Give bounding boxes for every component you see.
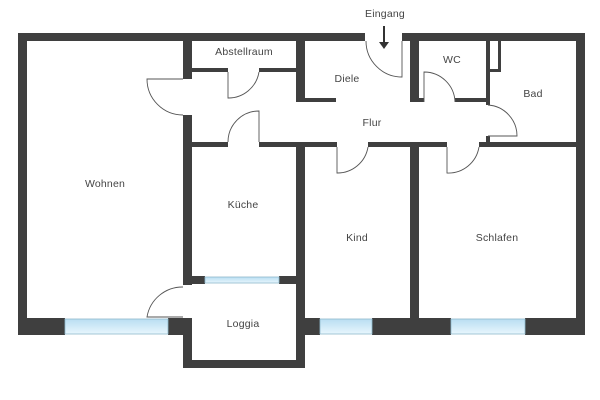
room-label-wohnen: Wohnen (84, 178, 126, 190)
door-loggia (146, 286, 184, 318)
room-label-wc: WC (443, 54, 461, 66)
door-abstellraum (227, 71, 260, 99)
window-wohnen (64, 318, 169, 335)
room-label-kueche: Küche (227, 199, 259, 211)
room-label-abstellraum: Abstellraum (215, 46, 273, 58)
room-label-loggia: Loggia (226, 318, 260, 330)
room-label-schlafen: Schlafen (475, 232, 519, 244)
door-kind (336, 146, 369, 174)
room-label-bad: Bad (523, 88, 543, 100)
window-schlafen (450, 318, 526, 335)
entrance-arrow-icon (379, 26, 389, 49)
doors (146, 40, 518, 318)
room-label-kind: Kind (346, 232, 368, 244)
room-label-diele: Diele (334, 73, 360, 85)
door-schlafen (446, 146, 480, 174)
room-label-flur: Flur (362, 117, 382, 129)
door-wc (423, 71, 456, 103)
door-kueche (227, 110, 260, 143)
windows (64, 276, 526, 335)
door-entrance (365, 40, 403, 78)
door-wohnen (146, 78, 184, 116)
door-bad (487, 104, 518, 137)
window-kind (319, 318, 373, 335)
window-kueche (204, 276, 280, 284)
entrance-label: Eingang (365, 8, 405, 20)
interior-walls (183, 41, 585, 368)
